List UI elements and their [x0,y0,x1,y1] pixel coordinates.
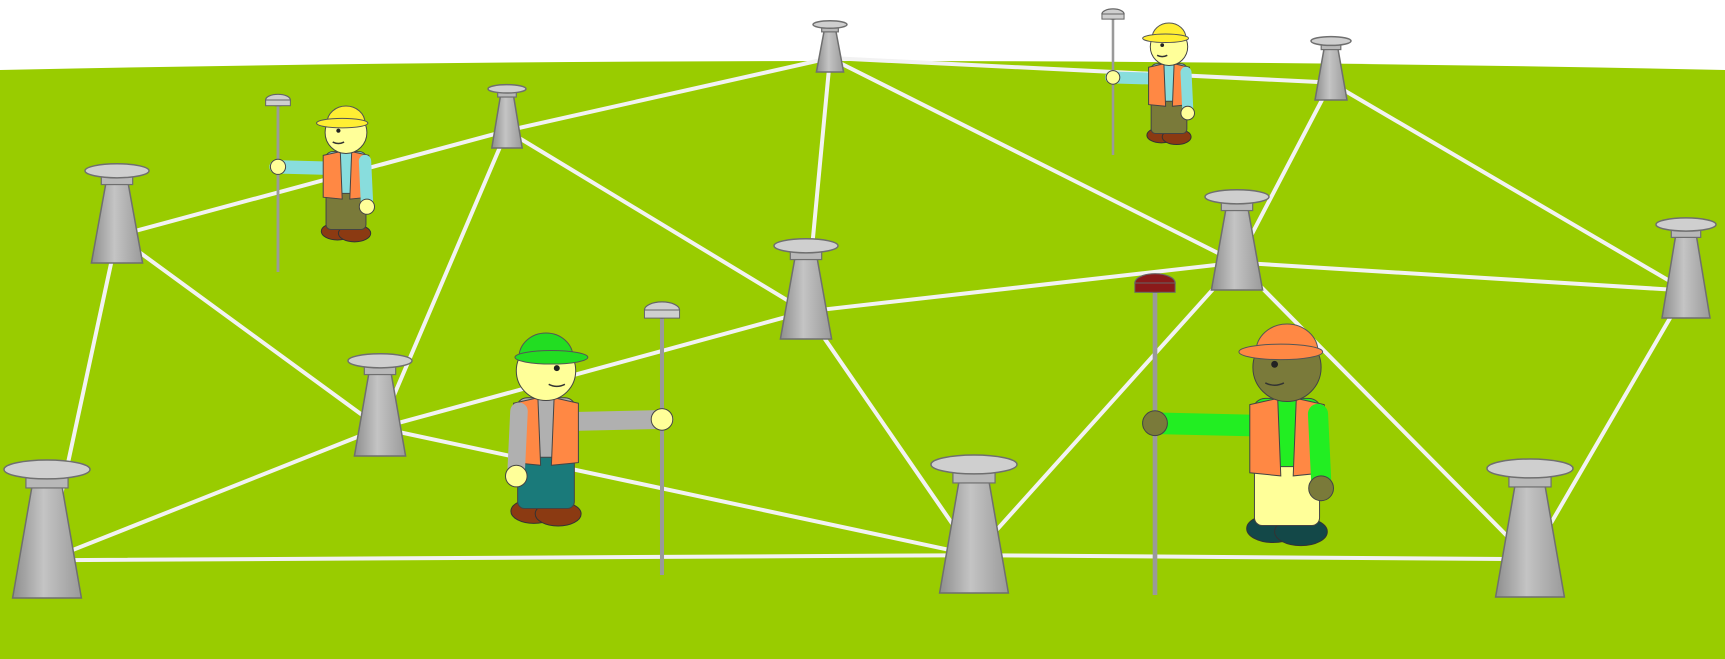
survey-pillars [3,20,1717,599]
survey-pole [643,301,681,575]
hard-hat-icon [1238,323,1324,361]
survey-pillar [1204,189,1270,291]
survey-pillar [1655,217,1717,319]
network-line [115,233,382,430]
network-line [972,260,1239,558]
survey-pillar [812,20,848,73]
survey-pole [1134,273,1176,595]
network-line [505,56,832,133]
survey-pillar [1310,35,1352,101]
survey-pillar [930,454,1018,594]
network-line [1329,80,1688,293]
hard-hat-icon [316,105,369,129]
hard-hat-icon [514,332,589,365]
survey-pillar [1486,458,1574,598]
network-line [378,128,509,430]
network-line [828,56,1239,265]
network-line [505,128,808,314]
surveyor-3 [505,301,681,575]
network-lines [45,56,1688,563]
network-line [1235,260,1688,293]
network-line [804,260,1239,314]
survey-pillar [773,238,839,340]
survey-pole [265,93,291,272]
survey-pillar [3,459,91,599]
network-line [804,309,976,558]
survey-pillar [84,163,150,264]
hard-hat-icon [1142,22,1190,44]
surveyor-2 [1101,8,1195,155]
surveyors [265,8,1334,595]
network-line [1528,288,1688,562]
surveyor-4 [1134,273,1334,595]
network-line [45,426,382,563]
network-line [378,309,808,430]
network-line [45,553,976,563]
network-line [378,426,976,558]
surveyor-1 [265,93,375,272]
network-line [972,553,1532,562]
network-line [115,128,509,238]
survey-pillar [487,83,527,149]
network-line [1235,260,1532,562]
network-line [828,56,1333,85]
survey-pillar [347,353,413,457]
green-ground [0,61,1725,659]
